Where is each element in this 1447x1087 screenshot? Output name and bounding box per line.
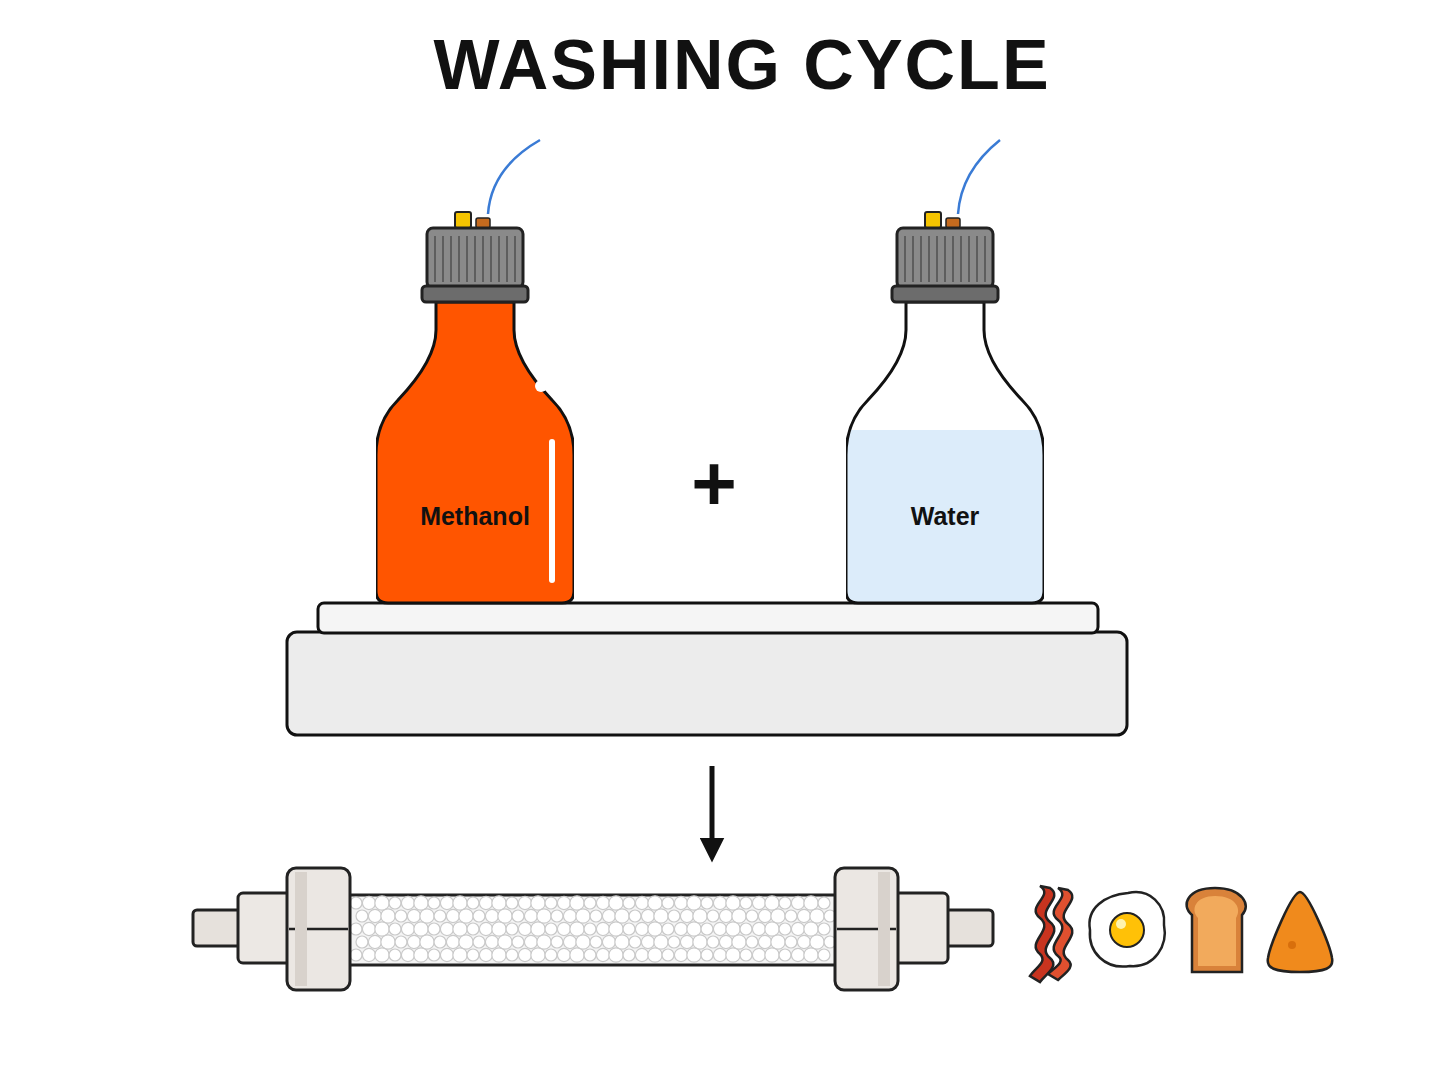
- bacon-icon: [1030, 886, 1072, 982]
- tray-top: [318, 603, 1098, 633]
- solvent-bottle: Water: [846, 210, 1044, 605]
- flow-arrow: [710, 766, 715, 850]
- solvent-tube: [488, 140, 540, 214]
- hplc-column: [193, 868, 993, 990]
- cheese-icon: [1268, 892, 1333, 972]
- tray-base: [287, 632, 1127, 735]
- bottle-shape: [376, 210, 574, 605]
- egg-icon: [1089, 892, 1164, 966]
- plus-sign: +: [691, 444, 737, 522]
- toast-icon: [1187, 888, 1246, 972]
- bottle-shape: [846, 210, 1044, 605]
- bottle-label: Methanol: [420, 502, 530, 531]
- diagram-title: WASHING CYCLE: [433, 30, 1050, 100]
- solvent-bottle: Methanol: [376, 210, 574, 605]
- solvent-tube: [958, 140, 1000, 214]
- bottle-label: Water: [911, 502, 980, 531]
